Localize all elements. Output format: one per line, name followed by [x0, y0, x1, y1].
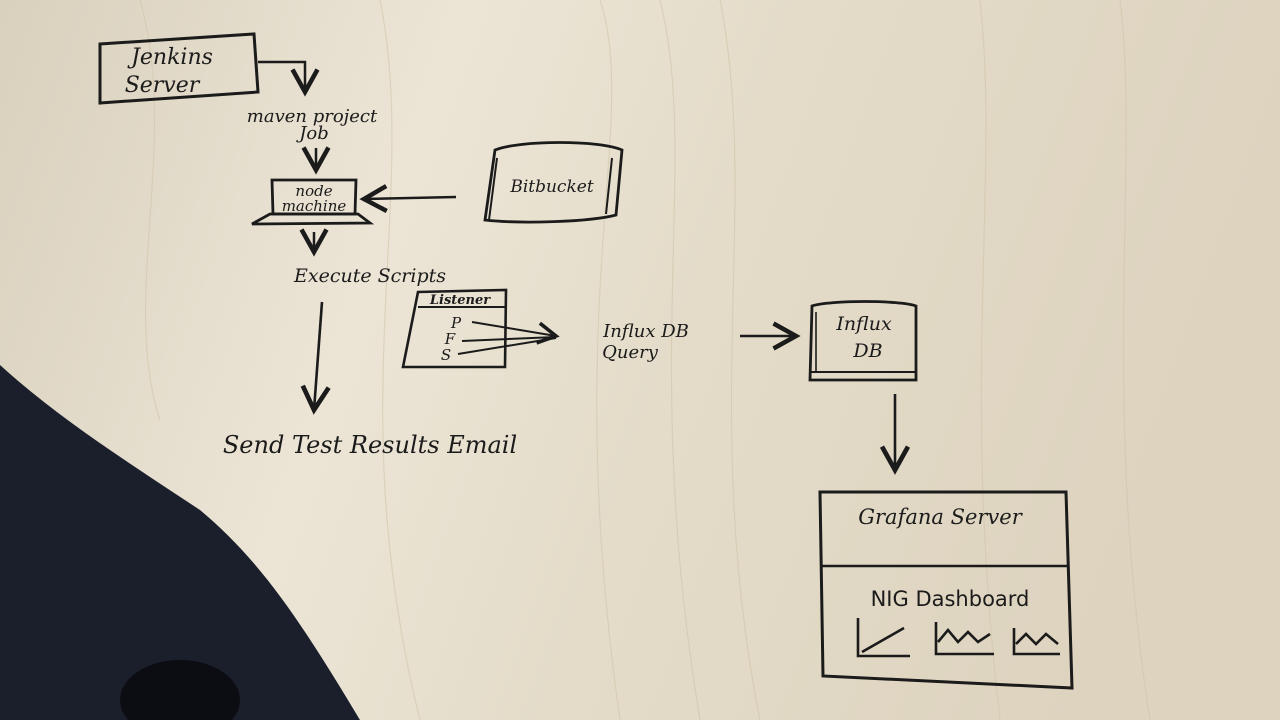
bitbucket-node: Bitbucket	[483, 141, 624, 224]
influx-db-line2: DB	[852, 340, 882, 362]
jenkins-label-line1: Jenkins	[127, 45, 213, 70]
grafana-server-node: Grafana Server NIG Dashboard	[818, 490, 1074, 690]
execute-scripts-label: Execute Scripts	[293, 265, 446, 287]
arrow-bitbucket-to-node	[359, 184, 457, 213]
influx-db-node: Influx DB	[808, 300, 918, 382]
influx-query-line1: Influx DB	[602, 321, 689, 342]
influx-query-line2: Query	[602, 342, 659, 363]
node-label-line1: node	[295, 182, 332, 200]
send-email-label: Send Test Results Email	[223, 431, 517, 459]
maven-label-line1: maven project	[247, 106, 378, 127]
shoe-shadow	[120, 660, 240, 720]
jenkins-label-line2: Server	[125, 73, 201, 98]
listener-title: Listener	[429, 293, 491, 308]
listener-f: F	[444, 330, 456, 348]
node-machine-laptop-icon: node machine	[251, 178, 375, 226]
grafana-dashboard-label: NIG Dashboard	[871, 587, 1030, 611]
listener-s: S	[441, 346, 451, 364]
arrow-jenkins-to-maven	[258, 60, 320, 97]
maven-label-line2: Job	[295, 123, 329, 144]
listener-p: P	[450, 314, 462, 332]
influx-db-line1: Influx	[835, 313, 892, 335]
arrows-listener-to-query	[457, 321, 560, 355]
grafana-title: Grafana Server	[858, 505, 1023, 529]
listener-box: Listener P F S	[401, 288, 508, 369]
desk-edge	[0, 365, 360, 720]
wood-grain	[139, 0, 1151, 720]
jenkins-server-node: Jenkins Server	[98, 32, 260, 105]
bitbucket-label: Bitbucket	[509, 177, 593, 197]
arrow-execute-to-email	[300, 301, 331, 415]
node-label-line2: machine	[282, 197, 347, 215]
dashboard-mini-charts	[856, 618, 1060, 658]
